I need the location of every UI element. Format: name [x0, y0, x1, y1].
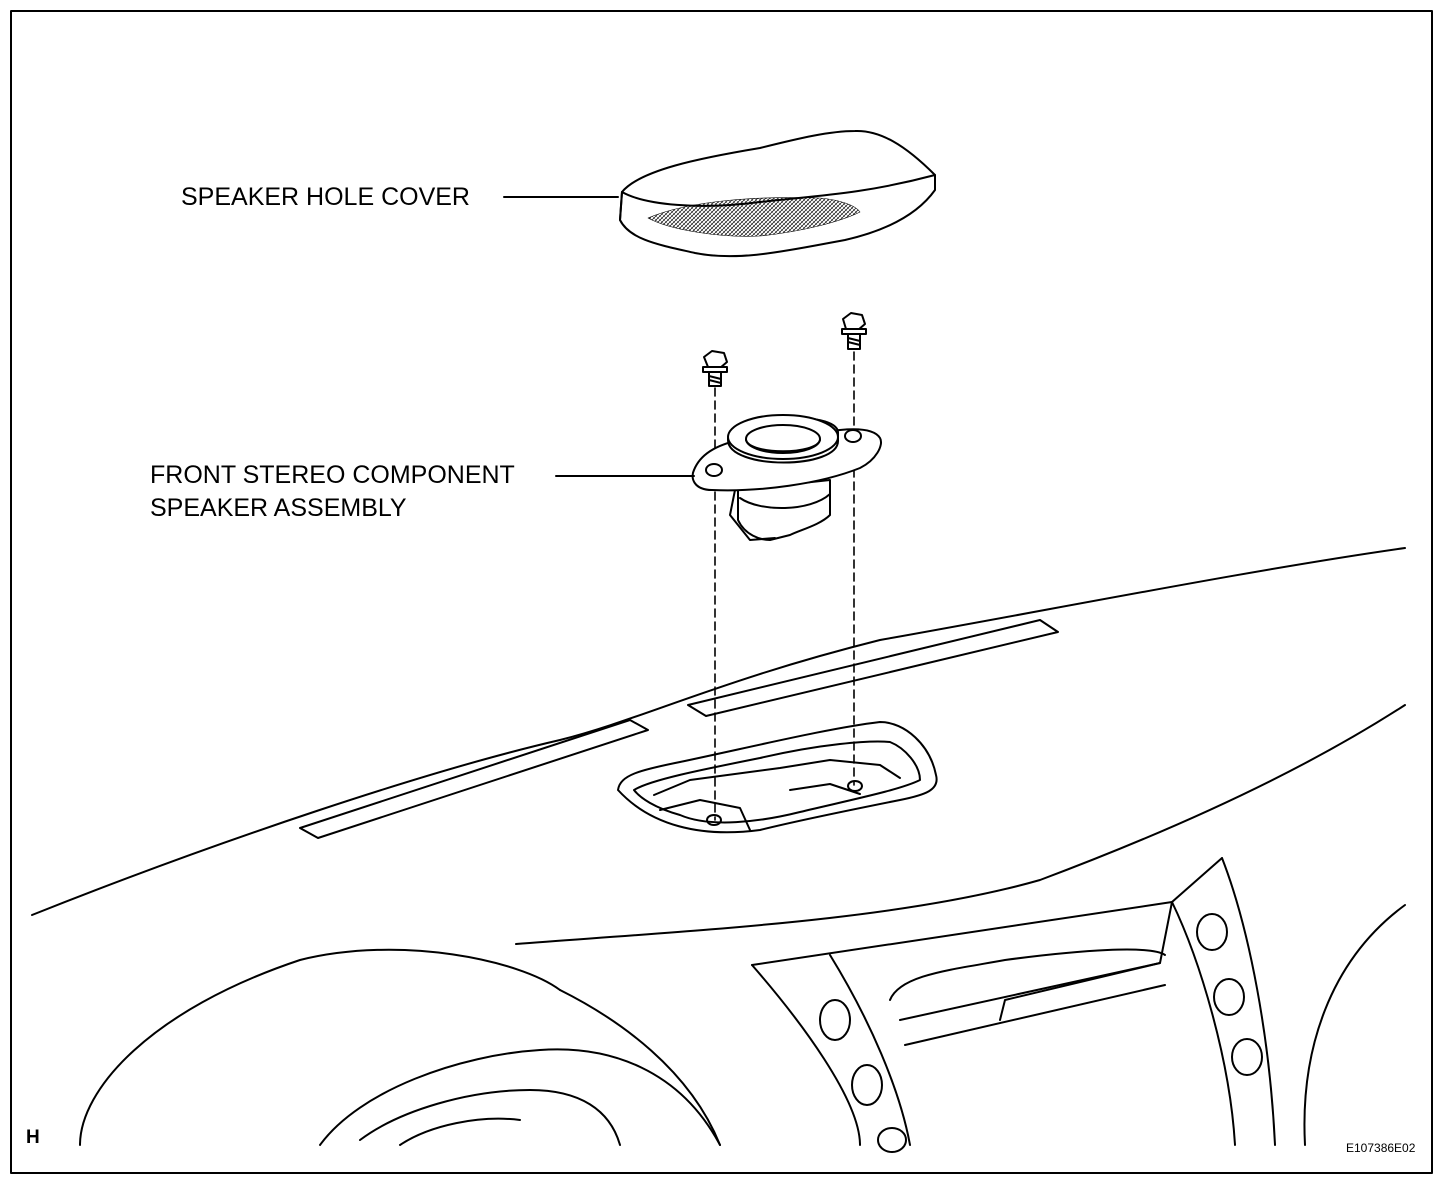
label-front-speaker-line2: SPEAKER ASSEMBLY: [150, 494, 407, 522]
bolt-left: [702, 350, 728, 387]
instrument-panel: [31, 547, 1406, 1153]
label-front-speaker-assembly: FRONT STEREO COMPONENT SPEAKER ASSEMBLY: [150, 459, 515, 525]
label-speaker-hole-cover: SPEAKER HOLE COVER: [181, 183, 470, 211]
speaker-hole-cover: [619, 129, 936, 258]
view-letter: H: [26, 1127, 40, 1148]
figure-id: E107386E02: [1346, 1141, 1416, 1155]
figure-border: [10, 10, 1433, 1174]
bolt-right: [841, 312, 867, 350]
label-front-speaker-line1: FRONT STEREO COMPONENT: [150, 461, 515, 489]
speaker-assembly: [691, 414, 882, 541]
